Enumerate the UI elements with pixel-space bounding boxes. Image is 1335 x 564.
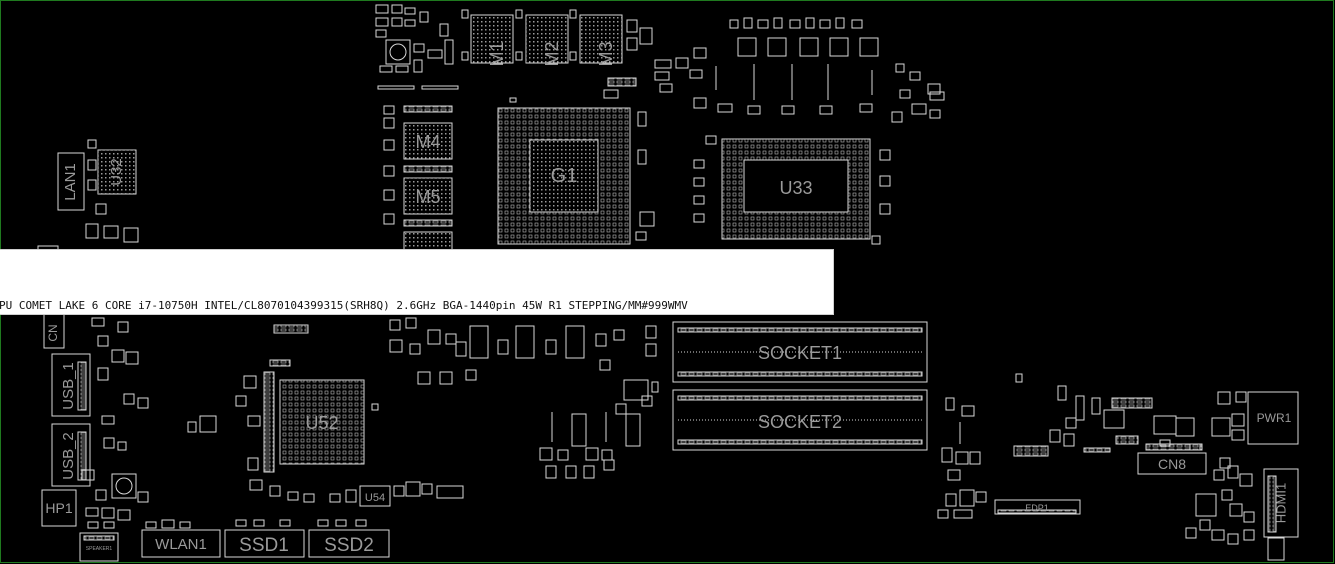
label-m3: M3 <box>596 41 616 66</box>
headphone-jack-hp1 <box>41 489 77 527</box>
ssd-slot-ssd2 <box>308 529 390 558</box>
label-cn8: CN8 <box>1158 456 1186 472</box>
label-m4: M4 <box>415 132 440 152</box>
power-stage-top-right <box>675 17 945 123</box>
memory-socket-2 <box>672 389 928 451</box>
ssd-slot-ssd1 <box>224 529 305 558</box>
label-u52: U52 <box>305 413 338 433</box>
speaker-connector-speaker1 <box>79 532 119 562</box>
label-socket2: SOCKET2 <box>758 412 842 432</box>
hdmi-port-hdmi1 <box>1263 468 1299 538</box>
label-m5: M5 <box>415 187 440 207</box>
usb-port-1 <box>51 353 91 417</box>
label-usb1: USB_1 <box>60 362 77 410</box>
component-tooltip: PU COMET LAKE 6 CORE i7-10750H INTEL/CL8… <box>0 249 834 315</box>
label-m2: M2 <box>542 41 562 66</box>
memory-socket-1 <box>672 321 928 383</box>
label-pwr1: PWR1 <box>1257 411 1292 425</box>
edp-connector-edp1 <box>994 499 1081 515</box>
chip-u54 <box>359 485 391 507</box>
label-u32: U32 <box>108 158 125 186</box>
label-socket1: SOCKET1 <box>758 343 842 363</box>
label-ssd2: SSD2 <box>324 535 374 556</box>
lan-connector-lan1 <box>57 152 85 211</box>
label-u54: U54 <box>365 492 385 504</box>
label-speaker1: SPEAKER1 <box>86 546 113 552</box>
label-usb2: USB_2 <box>60 432 77 480</box>
tooltip-text: PU COMET LAKE 6 CORE i7-10750H INTEL/CL8… <box>0 299 688 312</box>
label-lan1: LAN1 <box>62 163 79 201</box>
label-ssd1: SSD1 <box>239 535 289 556</box>
label-wlan1: WLAN1 <box>155 536 207 553</box>
power-jack-pwr1 <box>1247 391 1299 445</box>
label-hdmi1: HDMI1 <box>1273 483 1288 523</box>
smd-cluster-top-left <box>375 4 454 73</box>
label-u33: U33 <box>779 178 812 198</box>
label-g1: G1 <box>551 165 578 187</box>
label-cn: CN <box>46 324 60 341</box>
label-edp1: EDP1 <box>1025 503 1049 513</box>
label-hp1: HP1 <box>45 500 72 516</box>
connector-cn8 <box>1137 452 1207 475</box>
wlan-slot-wlan1 <box>141 529 221 558</box>
label-m1: M1 <box>487 41 507 66</box>
usb-port-2 <box>51 423 91 487</box>
